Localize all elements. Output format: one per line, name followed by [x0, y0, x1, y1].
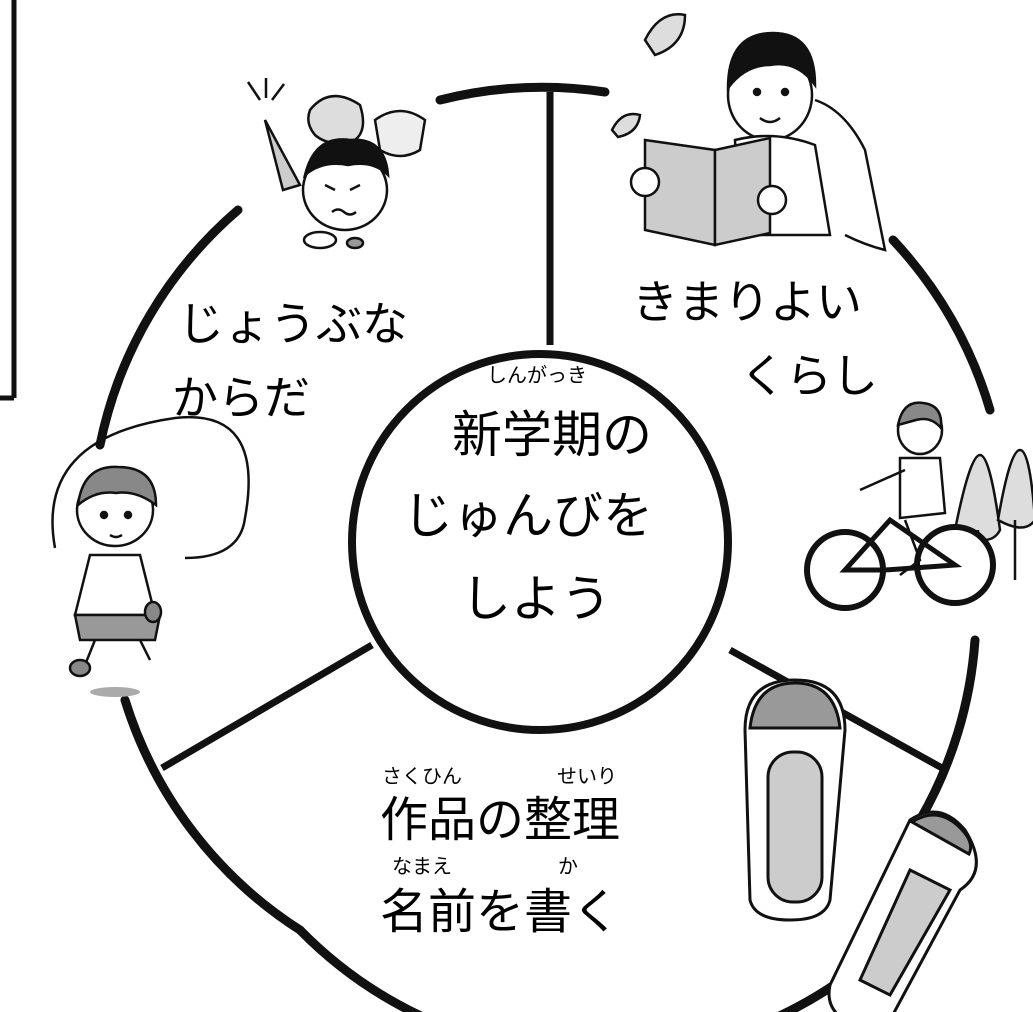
- left-frame: [0, 0, 17, 401]
- bottom-furigana-2b: か: [558, 854, 578, 878]
- center-circle: [348, 350, 732, 734]
- center-title-line2: じゅんびを: [403, 487, 653, 545]
- bottom-furigana-1a: さくひん: [382, 764, 462, 788]
- boy-reading-book-icon: [610, 13, 887, 252]
- right-segment-line2: くらし: [740, 349, 878, 403]
- center-furigana: しんがっき: [487, 363, 587, 387]
- bottom-furigana-1b: せいり: [557, 764, 617, 788]
- center-title-line3: しよう: [461, 570, 611, 628]
- boy-with-vegetables-icon: [246, 78, 427, 250]
- left-segment-line1: じょうぶな: [178, 297, 408, 351]
- bottom-line1: 作品の整理: [380, 792, 620, 848]
- right-segment-line1: きまりよい: [632, 275, 862, 329]
- indoor-shoes-icon: [743, 678, 978, 1012]
- bottom-furigana-2a: なまえ: [392, 854, 452, 878]
- girl-jump-rope-icon: [51, 415, 250, 697]
- left-segment-line2: からだ: [172, 371, 310, 425]
- boy-on-bicycle-icon: [804, 401, 1033, 611]
- outer-ring: [95, 82, 995, 1012]
- bottom-line2: 名前を書く: [380, 884, 620, 940]
- center-title-line1: 新学期の: [452, 406, 652, 464]
